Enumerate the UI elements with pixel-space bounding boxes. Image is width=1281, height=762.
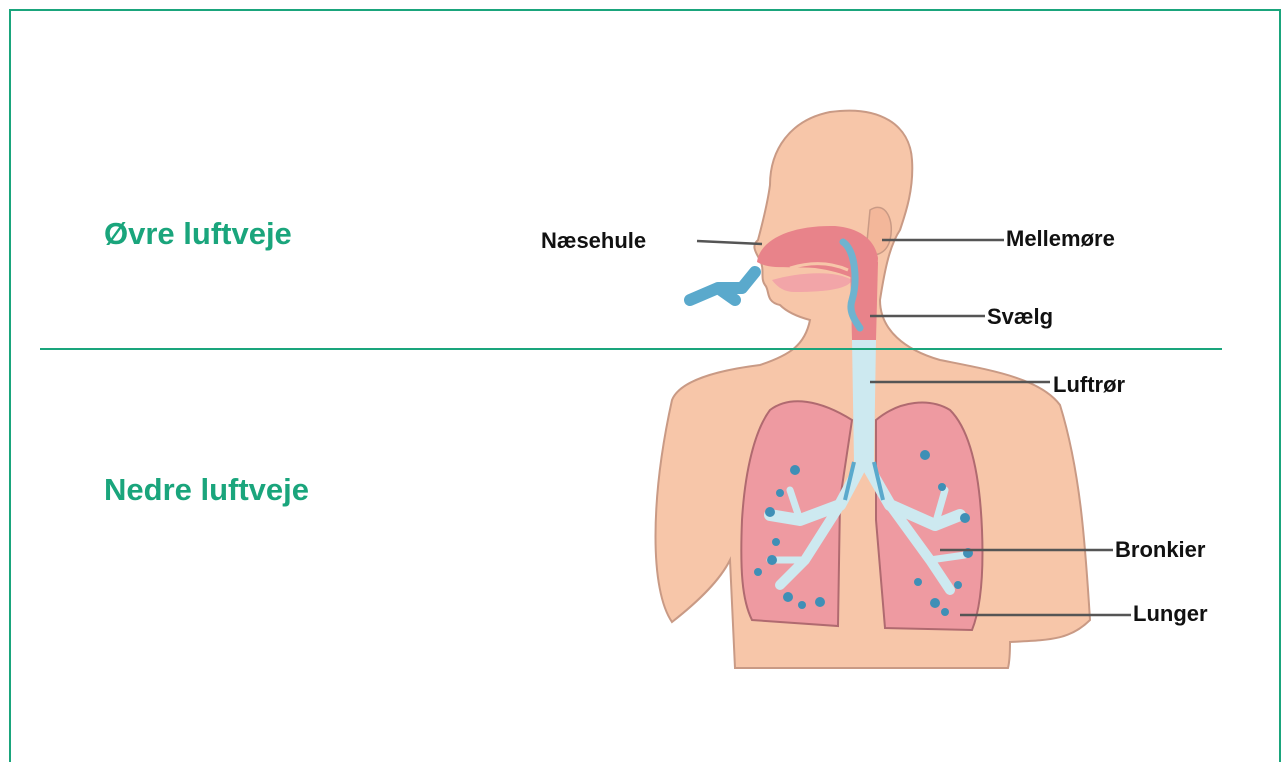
trachea-shape: [852, 340, 876, 462]
bronchi-label: Bronkier: [1115, 537, 1205, 563]
middle-ear-label: Mellemøre: [1006, 226, 1115, 252]
pharynx-label: Svælg: [987, 304, 1053, 330]
section-divider: [40, 348, 1222, 350]
upper-airways-heading: Øvre luftveje: [104, 216, 292, 252]
nasal-cavity-label: Næsehule: [541, 228, 646, 254]
trachea-label: Luftrør: [1053, 372, 1125, 398]
air-stream-icon: [690, 272, 755, 300]
lungs-label: Lunger: [1133, 601, 1208, 627]
lower-airways-heading: Nedre luftveje: [104, 472, 309, 508]
